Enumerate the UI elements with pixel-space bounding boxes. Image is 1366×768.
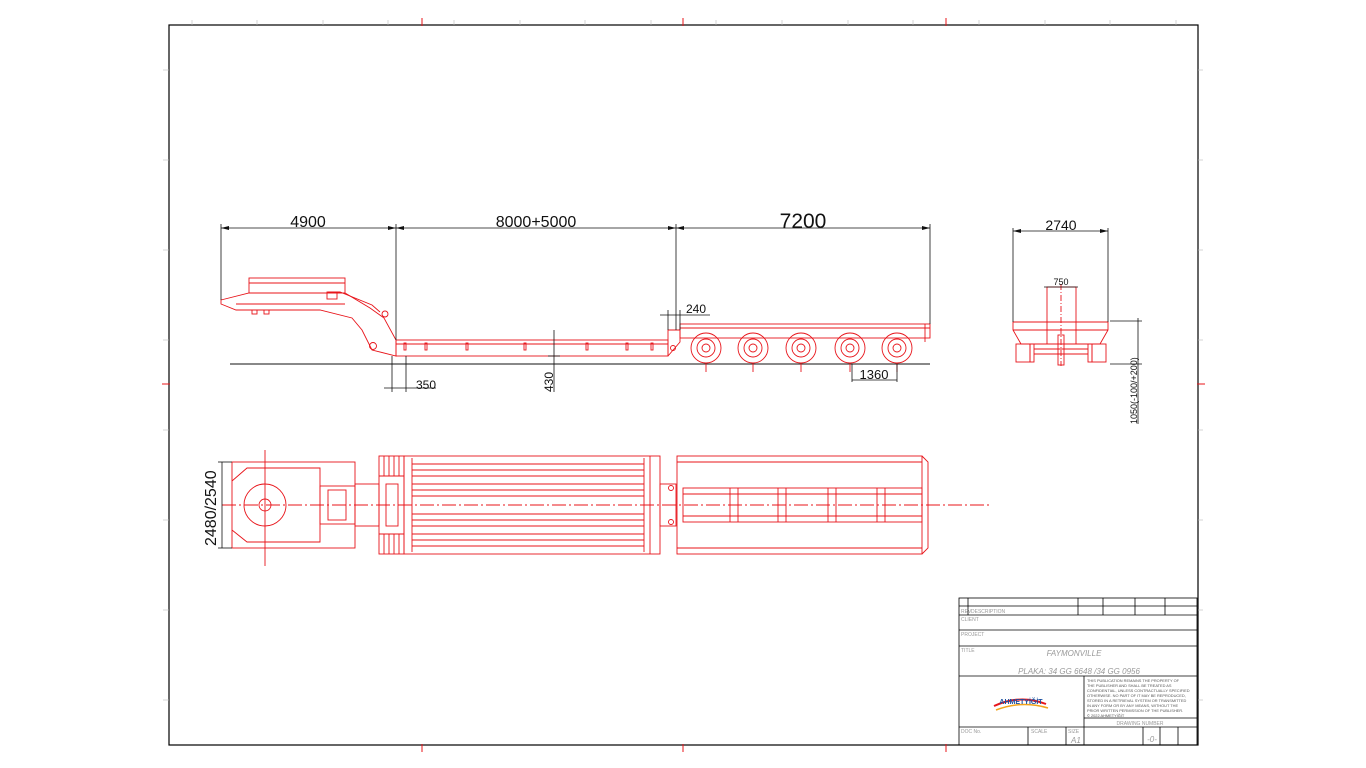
dim-overall-width: 2740 <box>1045 217 1076 233</box>
title-block-rev-label: REV <box>961 609 972 615</box>
plan-view <box>222 450 992 566</box>
end-view-arrows <box>1013 229 1108 233</box>
low-deck <box>395 339 669 357</box>
end-view-center <box>1046 286 1077 345</box>
drawing-number-label: DRAWING NUMBER <box>1116 721 1163 727</box>
side-view-dimensions <box>220 224 931 392</box>
dim-deck-length: 8000+5000 <box>496 214 577 231</box>
size-label: SIZE <box>1068 729 1080 735</box>
dim-axle-spacing: 1360 <box>860 367 889 382</box>
end-view-dimensions <box>1012 228 1142 424</box>
title-block-title-label: TITLE <box>961 648 975 654</box>
dim-front-offset: 350 <box>416 378 436 392</box>
end-view <box>1012 284 1109 366</box>
dim-plan-width: 2480/2540 <box>203 470 220 546</box>
svg-text:THE PUBLISHER AND SHALL BE TRE: THE PUBLISHER AND SHALL BE TREATED AS <box>1087 683 1172 688</box>
dim-rear-length: 7200 <box>780 210 827 233</box>
border-center-marks <box>162 18 1205 752</box>
doc-no-label: DOC No. <box>961 729 981 735</box>
title-block <box>958 597 1198 746</box>
title-block-title-line2: PLAKA: 34 GG 6648 /34 GG 0956 <box>1018 667 1140 676</box>
dim-ride-height: 1050(-100/+200) <box>1129 357 1139 424</box>
title-block-title-line1: FAYMONVILLE <box>1047 649 1102 658</box>
title-block-description-label: DESCRIPTION <box>971 609 1006 615</box>
svg-text:OTHERWISE. NO PART OF IT MAY B: OTHERWISE. NO PART OF IT MAY BE REPRODUC… <box>1087 693 1186 698</box>
scale-label: SCALE <box>1031 729 1048 735</box>
sheet-border <box>168 24 1199 746</box>
svg-text:STORED IN A RETRIEVAL SYSTEM O: STORED IN A RETRIEVAL SYSTEM OR TRANSMIT… <box>1087 698 1186 703</box>
end-view-deck <box>1012 321 1109 345</box>
title-block-project-label: PROJECT <box>961 632 984 638</box>
logo-text: AHMETYİĞİT <box>999 697 1043 706</box>
svg-text:PRIOR WRITTEN PERMISSION OF TH: PRIOR WRITTEN PERMISSION OF THE PUBLISHE… <box>1087 708 1183 713</box>
border-ticks <box>163 20 1203 701</box>
svg-text:THIS PUBLICATION REMAINS THE P: THIS PUBLICATION REMAINS THE PROPERTY OF <box>1087 678 1180 683</box>
dim-center-width: 750 <box>1053 277 1068 287</box>
svg-text:© 2022 AHMETYİĞİT: © 2022 AHMETYİĞİT <box>1087 713 1125 718</box>
revision-value: -0- <box>1147 735 1157 744</box>
plan-view-dimensions <box>218 461 232 549</box>
rear-deck <box>679 323 931 339</box>
gooseneck-plate <box>248 277 346 294</box>
dim-deck-height: 430 <box>542 372 556 392</box>
company-logo: AHMETYİĞİT <box>993 697 1049 711</box>
confidentiality-notice: THIS PUBLICATION REMAINS THE PROPERTY OF… <box>1087 678 1190 718</box>
dim-step-height: 240 <box>686 302 706 316</box>
side-view-arrows <box>221 226 930 230</box>
title-block-client-label: CLIENT <box>961 617 979 623</box>
svg-text:IN ANY FORM OR BY ANY MEANS, W: IN ANY FORM OR BY ANY MEANS, WITHOUT THE <box>1087 703 1178 708</box>
svg-text:CONFIDENTIAL, UNLESS CONTRACTU: CONFIDENTIAL, UNLESS CONTRACTUALLY SPECI… <box>1087 688 1190 693</box>
dim-gooseneck-length: 4900 <box>290 214 326 231</box>
size-value: A1 <box>1070 736 1081 745</box>
side-view <box>220 277 931 372</box>
